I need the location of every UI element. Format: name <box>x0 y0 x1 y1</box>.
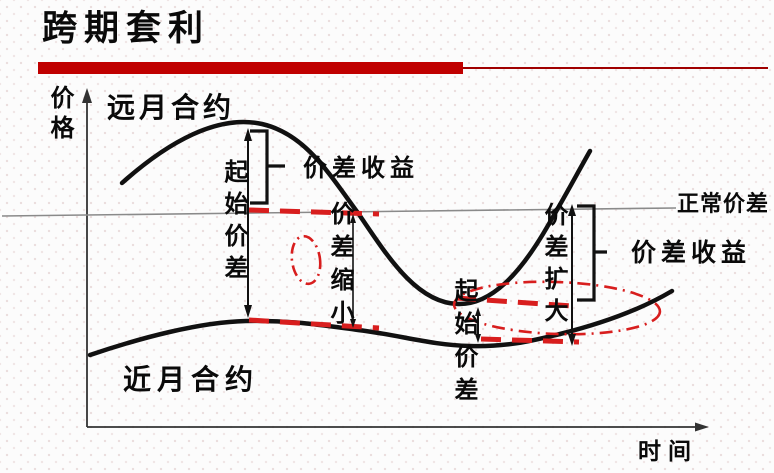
spread-profit-right-label: 价差收益 <box>631 240 752 267</box>
normal-spread-label: 正常价差 <box>677 191 770 216</box>
spread-widen-arrow <box>568 204 576 346</box>
spread-profit-left-label: 价差收益 <box>303 156 419 182</box>
x-axis-arrow-icon <box>695 422 709 432</box>
far-month-curve-label: 远月合约 <box>107 93 236 124</box>
spread-widen-label: 价差扩大 <box>540 202 566 330</box>
red-dash-near-left <box>248 317 380 331</box>
near-month-curve <box>87 288 675 358</box>
red-dash-normal-left <box>248 207 380 217</box>
initial-spread-left-label: 起始价差 <box>220 159 246 287</box>
x-axis-label: 时间 <box>638 439 698 464</box>
initial-spread-left-arrow <box>244 128 252 318</box>
initial-spread-right-arrow <box>475 307 481 343</box>
title-accent-underline <box>463 67 768 69</box>
normal-spread-line <box>1 207 677 217</box>
page-title: 跨期套利 <box>42 9 211 48</box>
title-accent-bar <box>38 62 463 74</box>
y-axis-arrow-icon <box>82 88 92 103</box>
spread-narrow-label: 价差缩小 <box>326 201 352 333</box>
spread-narrow-arrow <box>350 214 356 328</box>
profit-bracket-left <box>250 129 285 205</box>
near-month-curve-label: 近月合约 <box>123 365 260 396</box>
narrow-highlight-ellipse <box>290 234 322 286</box>
red-dash-valley-bottom <box>480 336 580 345</box>
x-axis <box>87 422 709 432</box>
y-axis <box>82 88 92 427</box>
far-month-curve <box>119 119 593 307</box>
initial-spread-right-label: 起始价差 <box>450 278 476 410</box>
profit-bracket-right <box>577 204 607 302</box>
red-dash-valley-top <box>455 295 574 309</box>
widen-highlight-ellipse <box>452 280 662 336</box>
y-axis-label: 价格 <box>46 85 72 145</box>
